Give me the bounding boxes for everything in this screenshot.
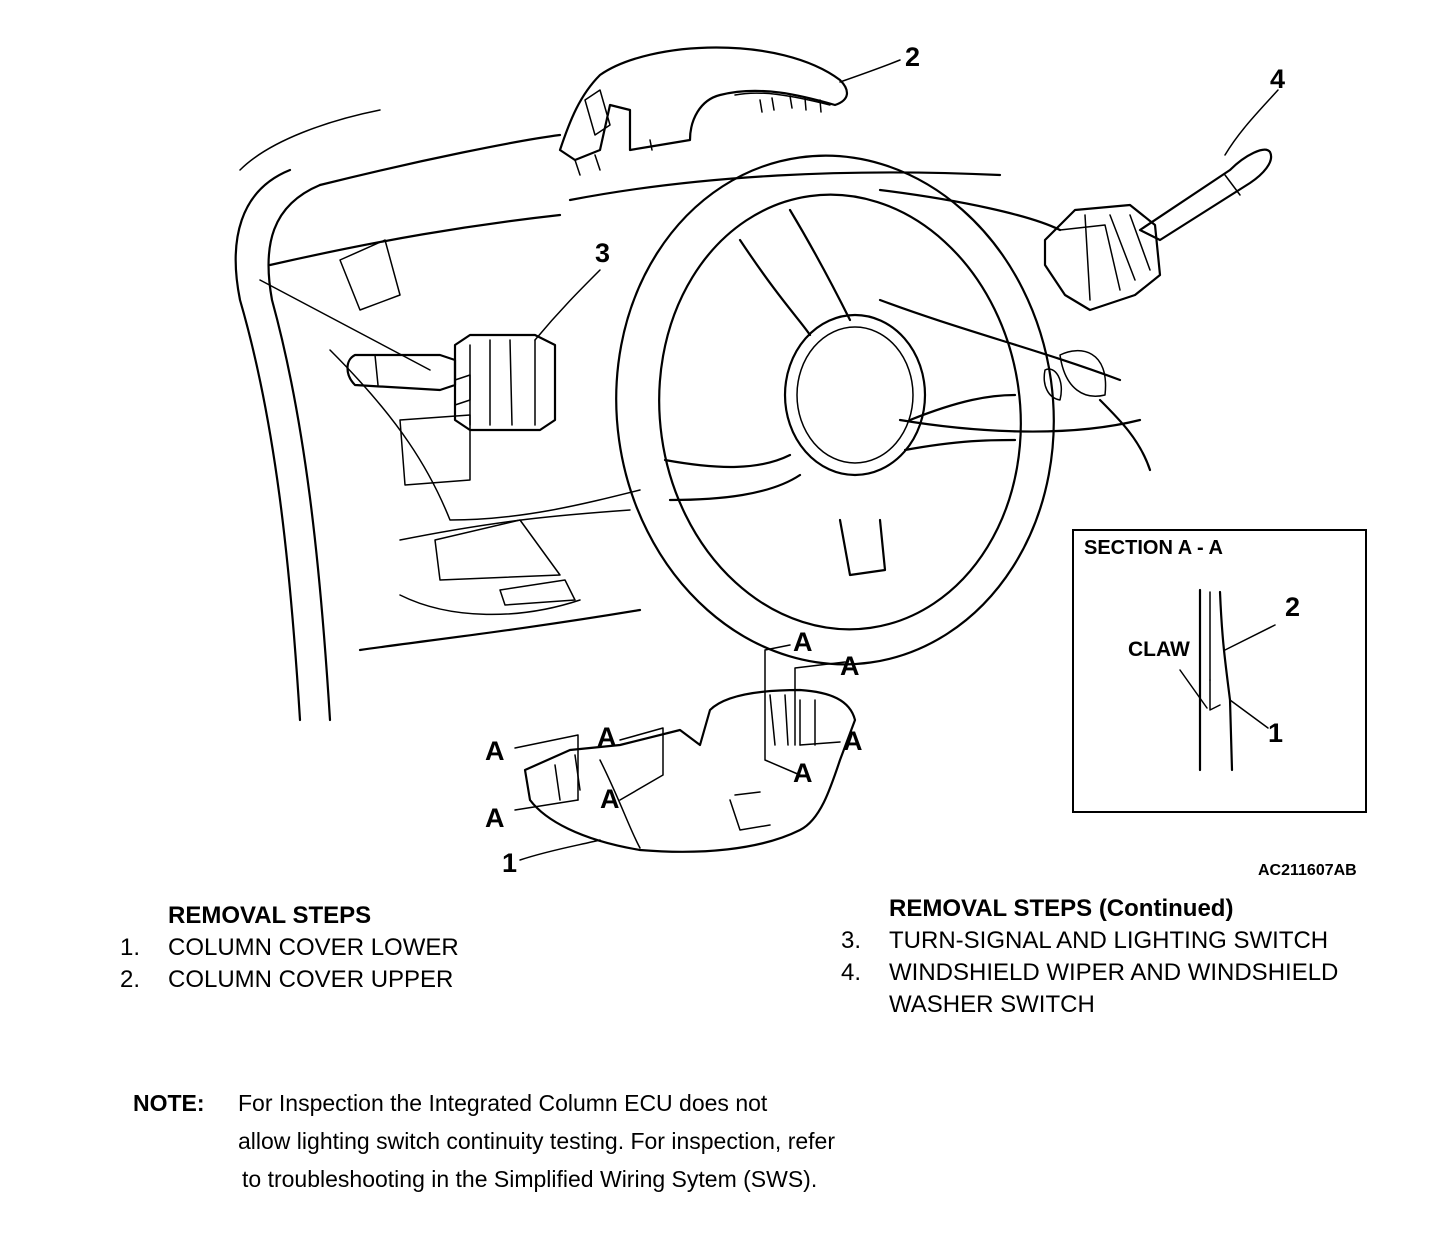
step-number: 3. xyxy=(841,927,862,954)
step-text: COLUMN COVER UPPER xyxy=(168,966,454,993)
section-markers: A A A A A A A A xyxy=(485,627,863,833)
section-marker-a: A xyxy=(793,758,813,788)
turn-signal-lighting-switch xyxy=(346,333,557,432)
section-view-title: SECTION A - A xyxy=(1084,537,1223,559)
removal-step: 4. WINDSHIELD WIPER AND WINDSHIELD WASHE… xyxy=(841,957,1441,1021)
section-marker-a: A xyxy=(843,726,863,756)
removal-step: 2. COLUMN COVER UPPER xyxy=(120,964,680,996)
claw-label: CLAW xyxy=(1128,638,1190,661)
exploded-view-diagram: A A A A A A A A 2 3 4 1 SECTION A - A CL… xyxy=(234,42,1367,879)
removal-step: 1. COLUMN COVER LOWER xyxy=(120,932,680,964)
removal-steps-continued-heading: REMOVAL STEPS (Continued) xyxy=(889,895,1234,922)
section-marker-a: A xyxy=(600,784,620,814)
dashboard-outline xyxy=(234,109,1152,722)
section-marker-a: A xyxy=(597,722,617,752)
callout-4: 4 xyxy=(1270,64,1285,94)
wiper-washer-switch xyxy=(1043,148,1273,312)
section-view-inset: SECTION A - A CLAW 2 1 xyxy=(1072,529,1367,813)
callout-2: 2 xyxy=(905,42,920,72)
steering-wheel xyxy=(615,154,1055,666)
note-line: to troubleshooting in the Simplified Wir… xyxy=(242,1166,818,1192)
note-body: For Inspection the Integrated Column ECU… xyxy=(238,1084,998,1198)
section-marker-a: A xyxy=(485,803,505,833)
note-label: NOTE: xyxy=(133,1090,205,1116)
column-cover-lower xyxy=(523,688,857,853)
step-text: COLUMN COVER LOWER xyxy=(168,934,459,961)
section-label-1: 1 xyxy=(1268,718,1283,748)
column-cover-upper xyxy=(558,46,848,176)
note-line: allow lighting switch continuity testing… xyxy=(238,1128,836,1154)
step-text: WINDSHIELD WIPER AND WINDSHIELD WASHER S… xyxy=(889,959,1339,1018)
removal-steps: REMOVAL STEPS 1. COLUMN COVER LOWER 2. C… xyxy=(120,900,680,996)
section-label-2: 2 xyxy=(1285,592,1300,622)
step-number: 4. xyxy=(841,959,862,986)
section-marker-a: A xyxy=(485,736,505,766)
callout-leaders xyxy=(519,59,1279,861)
removal-steps-heading: REMOVAL STEPS xyxy=(168,902,372,929)
section-marker-a: A xyxy=(840,651,860,681)
removal-steps-continued: REMOVAL STEPS (Continued) 3. TURN-SIGNAL… xyxy=(841,893,1441,1021)
callout-1: 1 xyxy=(502,848,517,878)
removal-step: 3. TURN-SIGNAL AND LIGHTING SWITCH xyxy=(841,925,1441,957)
step-number: 1. xyxy=(120,934,141,961)
callout-3: 3 xyxy=(595,238,610,268)
section-marker-a: A xyxy=(793,627,813,657)
step-text: TURN-SIGNAL AND LIGHTING SWITCH xyxy=(889,927,1329,954)
step-number: 2. xyxy=(120,966,141,993)
note-line: For Inspection the Integrated Column ECU… xyxy=(238,1090,768,1116)
section-cut-lines xyxy=(514,644,846,811)
figure-id: AC211607AB xyxy=(1258,862,1357,879)
